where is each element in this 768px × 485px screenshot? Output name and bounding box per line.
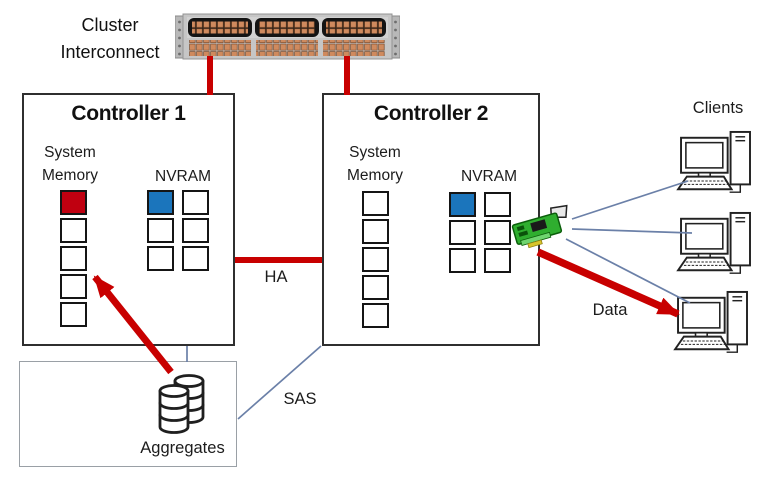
sas-link-label: SAS bbox=[283, 390, 317, 408]
memory-cell-empty bbox=[182, 218, 209, 243]
system-memory-label-line2: Memory bbox=[42, 167, 98, 185]
memory-cell-red bbox=[60, 190, 87, 215]
controller2-system-memory-cells bbox=[362, 191, 389, 328]
memory-cell-empty bbox=[60, 218, 87, 243]
desktop-computer-icon bbox=[676, 211, 751, 274]
controller1-nvram-cells bbox=[147, 190, 209, 271]
memory-cell-empty bbox=[182, 190, 209, 215]
system-memory-label-line2: Memory bbox=[347, 167, 403, 185]
controller2-title: Controller 2 bbox=[373, 102, 489, 125]
memory-cell-empty bbox=[484, 192, 511, 217]
desktop-computer-icon bbox=[676, 130, 751, 193]
ha-link-label: HA bbox=[264, 268, 288, 286]
memory-cell-empty bbox=[362, 247, 389, 272]
client2 bbox=[674, 211, 758, 284]
client1-network-link bbox=[571, 180, 689, 220]
memory-cell-empty bbox=[60, 246, 87, 271]
memory-cell-empty bbox=[484, 248, 511, 273]
memory-cell-empty bbox=[147, 218, 174, 243]
memory-cell-empty bbox=[362, 219, 389, 244]
network-card-icon bbox=[511, 204, 568, 249]
memory-cell-empty bbox=[484, 220, 511, 245]
system-memory-label-line1: System bbox=[349, 144, 401, 161]
controller1-system-memory-cells bbox=[60, 190, 87, 327]
aggregates-label: Aggregates bbox=[140, 439, 225, 457]
memory-cell-empty bbox=[182, 246, 209, 271]
cluster-interconnect-label-line1: Cluster bbox=[81, 15, 139, 35]
system-memory-label-line1: System bbox=[44, 144, 96, 161]
memory-cell-empty bbox=[362, 275, 389, 300]
controller2-nvram-label: NVRAM bbox=[461, 168, 517, 185]
memory-cell-empty bbox=[147, 246, 174, 271]
data-link-label: Data bbox=[592, 301, 628, 319]
memory-cell-empty bbox=[60, 274, 87, 299]
aggregates-box: Aggregates bbox=[19, 361, 237, 467]
memory-cell-empty bbox=[60, 302, 87, 327]
controller2-box: Controller 2 System Memory NVRAM bbox=[322, 93, 540, 346]
controller2-nvram-cells bbox=[449, 192, 511, 273]
controller1-title: Controller 1 bbox=[71, 102, 186, 125]
controller2-system-memory-label: System Memory bbox=[329, 141, 421, 188]
memory-cell-empty bbox=[362, 191, 389, 216]
memory-cell-empty bbox=[449, 220, 476, 245]
memory-cell-blue bbox=[449, 192, 476, 217]
client1 bbox=[674, 130, 758, 203]
cluster-interconnect-label: Cluster Interconnect bbox=[40, 12, 180, 66]
controller1-box: Controller 1 System Memory NVRAM bbox=[22, 93, 235, 346]
database-cylinders-icon bbox=[158, 374, 205, 434]
memory-cell-blue bbox=[147, 190, 174, 215]
memory-cell-empty bbox=[449, 248, 476, 273]
memory-cell-empty bbox=[362, 303, 389, 328]
rack-switch-icon bbox=[175, 13, 400, 60]
cluster-interconnect-label-line2: Interconnect bbox=[60, 42, 160, 62]
clients-label: Clients bbox=[692, 99, 744, 117]
desktop-computer-icon bbox=[673, 290, 748, 353]
controller1-system-memory-label: System Memory bbox=[24, 141, 116, 188]
client3 bbox=[671, 290, 755, 363]
controller1-nvram-label: NVRAM bbox=[155, 168, 211, 185]
